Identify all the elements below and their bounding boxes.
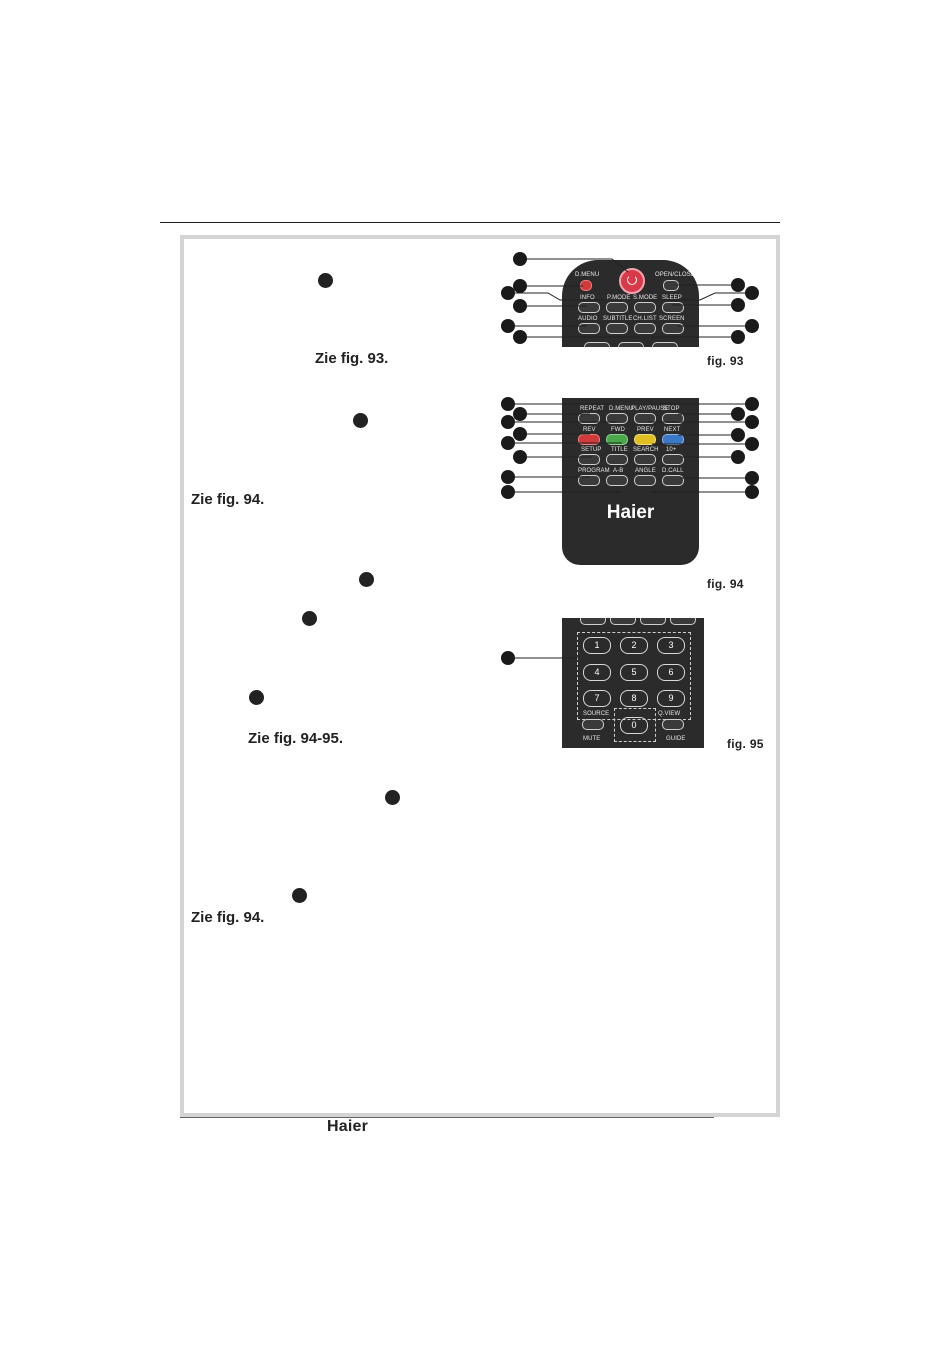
digit-key-3: 3 [657,637,685,654]
see-fig-94-95: Zie fig. 94-95. [248,730,344,747]
remote-label: P.MODE [607,295,631,301]
remote-label: PLAY/PAUSE [631,406,669,412]
remote-label: PROGRAM [578,468,610,474]
bullet-marker [302,611,317,626]
remote-button [634,475,656,486]
remote-button [578,302,600,313]
remote-label: STOP [663,406,680,412]
remote-button [662,413,684,424]
see-fig-94: Zie fig. 94. [191,491,265,508]
remote-button [578,454,600,465]
digit-key-4: 4 [583,664,611,681]
remote-label: OPEN/CLOSE [655,272,696,278]
digit-group-outline [577,632,691,720]
remote-button [578,323,600,334]
remote-button [618,342,644,347]
remote-button [578,475,600,486]
remote-label: Q.VIEW [658,711,681,717]
remote-label: AUDIO [578,316,598,322]
remote-label: NEXT [664,427,681,433]
figure-caption-94: fig. 94 [707,577,744,591]
digit-key-6: 6 [657,664,685,681]
remote-label: SCREEN [659,316,685,322]
remote-button [606,323,628,334]
bullet-marker [385,790,400,805]
remote-label: CH.LIST [633,316,657,322]
remote-button [640,618,666,625]
remote-label: 10+ [666,447,677,453]
remote-label: SEARCH [633,447,659,453]
remote-button [606,475,628,486]
remote-button [634,434,656,445]
remote-button [662,323,684,334]
see-fig-94-second: Zie fig. 94. [191,909,265,926]
see-fig-93: Zie fig. 93. [315,350,389,367]
digit-key-5: 5 [620,664,648,681]
content-frame [180,235,780,1117]
remote-label: D.MENU [575,272,600,278]
remote-label: REV [583,427,596,433]
remote-label: TITLE [611,447,628,453]
remote-button [584,342,610,347]
remote-label: MUTE [583,736,601,742]
remote-button [606,413,628,424]
digit-key-9: 9 [657,690,685,707]
figure-caption-95: fig. 95 [727,737,764,751]
bottom-rule [180,1117,714,1118]
digit-key-7: 7 [583,690,611,707]
remote-button [662,475,684,486]
remote-button [606,454,628,465]
remote-image-fig95: 1 2 3 4 5 6 7 8 9 0 SOURCE Q.VIEW MUTE G… [562,618,704,748]
remote-button [634,302,656,313]
bullet-marker [318,273,333,288]
remote-label: D.CALL [662,468,684,474]
remote-button [610,618,636,625]
remote-button [652,342,678,347]
remote-button [670,618,696,625]
bullet-marker [359,572,374,587]
remote-image-fig94: REPEAT D.MENU PLAY/PAUSE STOP REV FWD PR… [562,398,699,565]
figure-caption-93: fig. 93 [707,354,744,368]
remote-label: GUIDE [666,736,686,742]
remote-button [662,302,684,313]
remote-label: ANGLE [635,468,656,474]
remote-button [662,719,684,730]
remote-brand-logo: Haier [606,502,655,523]
remote-label: SLEEP [662,295,682,301]
remote-label: FWD [611,427,625,433]
digit-key-1: 1 [583,637,611,654]
bullet-marker [292,888,307,903]
bullet-marker [353,413,368,428]
remote-label: D.MENU [609,406,634,412]
top-rule [160,222,780,223]
remote-label: SETUP [581,447,602,453]
digit-key-8: 8 [620,690,648,707]
bullet-marker [249,690,264,705]
remote-label: INFO [580,295,595,301]
zero-group-outline [614,708,656,742]
remote-label: S.MODE [633,295,658,301]
remote-button [662,454,684,465]
remote-label: REPEAT [580,406,605,412]
remote-button [580,618,606,625]
remote-button [634,413,656,424]
remote-label: SOURCE [583,711,610,717]
remote-label: SUBTITLE [603,316,633,322]
footer-brand-logo: Haier [327,1118,369,1135]
remote-button [606,302,628,313]
remote-button [606,434,628,445]
power-icon [619,268,645,294]
remote-button [582,719,604,730]
remote-button [634,323,656,334]
digit-key-2: 2 [620,637,648,654]
remote-image-fig93: D.MENU OPEN/CLOSE INFO P.MODE S.MODE SLE… [562,260,699,347]
remote-button [634,454,656,465]
remote-label: PREV [637,427,654,433]
remote-label: A-B [613,468,624,474]
digit-key-0: 0 [620,717,648,734]
